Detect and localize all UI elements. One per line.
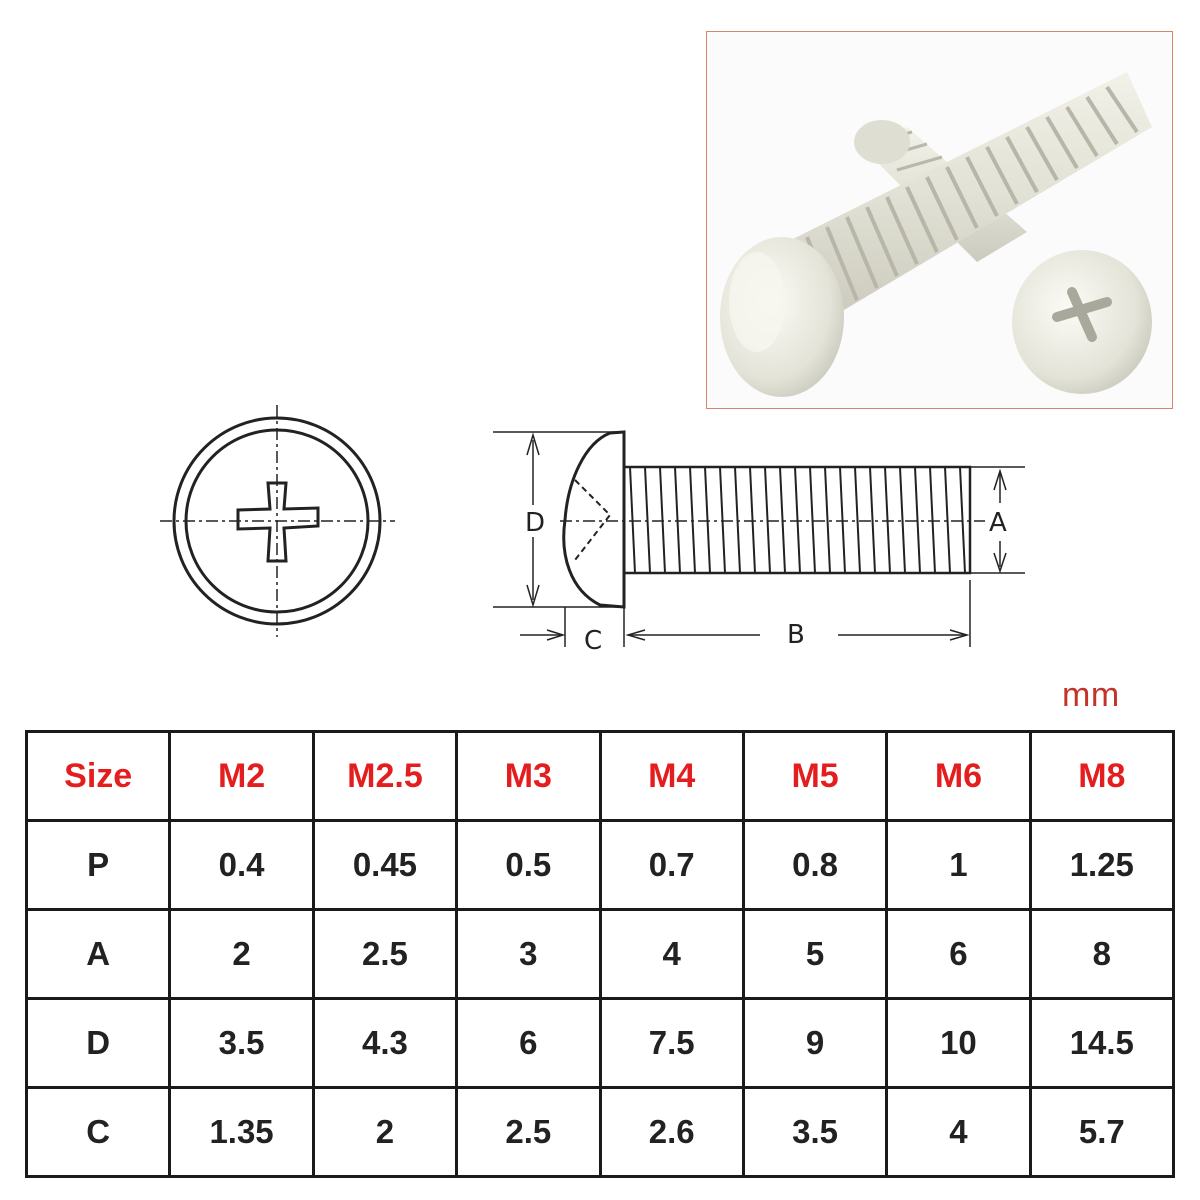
- table-cell: 5: [741, 908, 889, 1000]
- row-label: C: [24, 1086, 172, 1178]
- header-cell: M2: [168, 730, 315, 822]
- table-cell: 2.6: [598, 1086, 745, 1178]
- product-photo: [706, 31, 1173, 409]
- dim-label-b: B: [787, 620, 805, 650]
- dim-label-a: A: [989, 508, 1007, 538]
- table-header-row: Size M2 M2.5 M3 M4 M5 M6 M8: [24, 730, 1176, 822]
- table-cell: 0.4: [168, 819, 315, 911]
- technical-drawing: D A B C: [160, 405, 1025, 656]
- table-cell: 14.5: [1028, 997, 1176, 1089]
- table-cell: 2: [168, 908, 315, 1000]
- table-cell: 4: [598, 908, 745, 1000]
- table-cell: 8: [1028, 908, 1176, 1000]
- table-cell: 4: [885, 1086, 1032, 1178]
- table-cell: 2: [311, 1086, 459, 1178]
- table-cell: 5.7: [1028, 1086, 1176, 1178]
- unit-label: mm: [1062, 676, 1120, 714]
- table-cell: 1.35: [168, 1086, 315, 1178]
- table-cell: 0.5: [455, 819, 602, 911]
- table-cell: 0.7: [598, 819, 745, 911]
- header-cell: M2.5: [311, 730, 459, 822]
- side-view: [493, 430, 1025, 647]
- header-cell: M4: [598, 730, 745, 822]
- table-cell: 6: [455, 997, 602, 1089]
- table-cell: 3.5: [741, 1086, 889, 1178]
- table-cell: 1: [885, 819, 1032, 911]
- table-cell: 1.25: [1028, 819, 1176, 911]
- header-cell: M5: [741, 730, 889, 822]
- dim-label-c: C: [584, 626, 602, 656]
- table-cell: 10: [885, 997, 1032, 1089]
- table-cell: 4.3: [311, 997, 459, 1089]
- header-cell: M6: [885, 730, 1032, 822]
- table-cell: 7.5: [598, 997, 745, 1089]
- dim-label-d: D: [525, 508, 545, 538]
- row-label: P: [24, 819, 172, 911]
- row-label: A: [24, 908, 172, 1000]
- row-label: D: [24, 997, 172, 1089]
- table-cell: 9: [741, 997, 889, 1089]
- table-cell: 3: [455, 908, 602, 1000]
- header-cell: Size: [24, 730, 172, 822]
- table-cell: 0.45: [311, 819, 459, 911]
- top-view: [160, 405, 395, 637]
- header-cell: M8: [1028, 730, 1176, 822]
- table-cell: 6: [885, 908, 1032, 1000]
- table-cell: 2.5: [311, 908, 459, 1000]
- front-screw: [720, 72, 1152, 397]
- table-cell: 3.5: [168, 997, 315, 1089]
- table-cell: 2.5: [455, 1086, 602, 1178]
- header-cell: M3: [455, 730, 602, 822]
- table-cell: 0.8: [741, 819, 889, 911]
